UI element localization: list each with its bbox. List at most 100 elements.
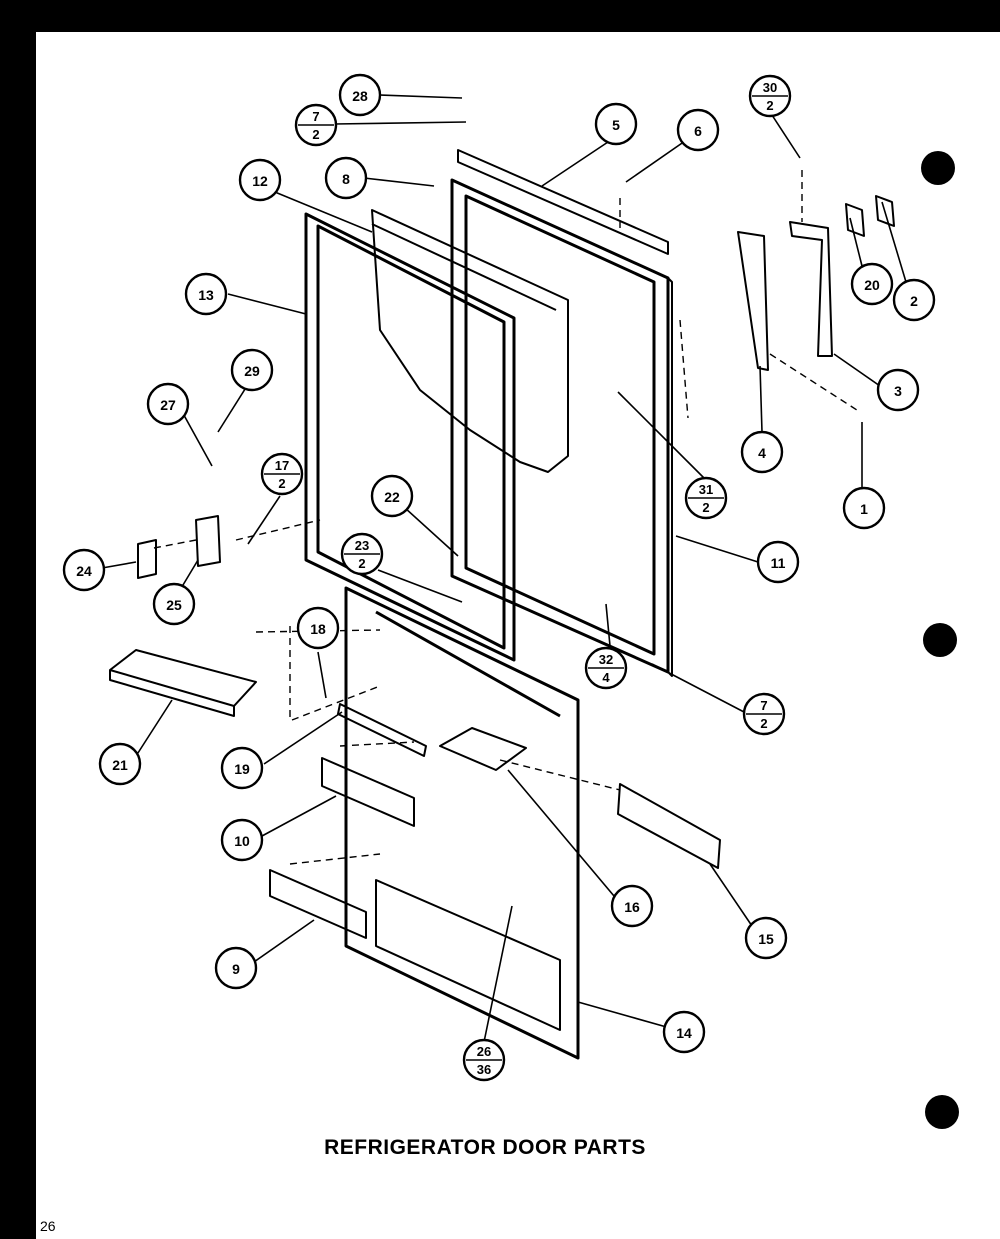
callout-23-2: 232 bbox=[340, 532, 384, 576]
callout-number: 24 bbox=[76, 563, 92, 579]
part-inner-door-liner bbox=[344, 586, 580, 1060]
callout-16: 16 bbox=[610, 884, 654, 928]
callout-number: 17 bbox=[275, 458, 289, 473]
part-door-bin bbox=[321, 757, 415, 827]
callout-number: 20 bbox=[864, 277, 880, 293]
part-dairy-shelf bbox=[439, 727, 527, 771]
callout-number: 11 bbox=[771, 555, 786, 571]
callout-27: 27 bbox=[146, 382, 190, 426]
callout-24: 24 bbox=[62, 548, 106, 592]
callout-number: 21 bbox=[112, 757, 128, 773]
callout-number: 32 bbox=[599, 652, 613, 667]
part-shim-plate bbox=[875, 195, 895, 227]
callout-6: 6 bbox=[676, 108, 720, 152]
callout-3: 3 bbox=[876, 368, 920, 412]
callout-quantity: 4 bbox=[602, 670, 610, 685]
callout-number: 29 bbox=[244, 363, 260, 379]
callout-2: 2 bbox=[892, 278, 936, 322]
callout-29: 29 bbox=[230, 348, 274, 392]
callout-5: 5 bbox=[594, 102, 638, 146]
binder-hole bbox=[923, 623, 957, 657]
callout-number: 5 bbox=[612, 117, 620, 133]
callout-number: 16 bbox=[624, 899, 640, 915]
diagram-title: REFRIGERATOR DOOR PARTS bbox=[324, 1136, 646, 1159]
part-door-bin bbox=[269, 869, 367, 939]
callout-number: 7 bbox=[760, 698, 767, 713]
part-egg-tray bbox=[109, 649, 257, 717]
callout-number: 4 bbox=[758, 445, 766, 461]
part-shim-plate bbox=[845, 203, 865, 237]
part-outer-door-panel bbox=[450, 178, 670, 674]
callout-number: 22 bbox=[384, 489, 400, 505]
part-hinge-plate bbox=[137, 539, 157, 579]
callout-quantity: 2 bbox=[766, 98, 773, 113]
callout-number: 3 bbox=[894, 383, 902, 399]
callout-number: 13 bbox=[198, 287, 214, 303]
callout-8: 8 bbox=[324, 156, 368, 200]
callout-number: 7 bbox=[312, 109, 319, 124]
callout-12: 12 bbox=[238, 158, 282, 202]
part-shelf-rail bbox=[337, 703, 427, 757]
callout-18: 18 bbox=[296, 606, 340, 650]
page-number: 26 bbox=[40, 1218, 56, 1234]
callout-number: 27 bbox=[160, 397, 176, 413]
callout-9: 9 bbox=[214, 946, 258, 990]
callout-30-2: 302 bbox=[748, 74, 792, 118]
callout-quantity: 2 bbox=[278, 476, 285, 491]
part-hinge-bracket bbox=[737, 231, 769, 371]
callout-quantity: 2 bbox=[702, 500, 709, 515]
callout-number: 18 bbox=[310, 621, 326, 637]
callout-17-2: 172 bbox=[260, 452, 304, 496]
callout-number: 2 bbox=[910, 293, 918, 309]
callout-number: 15 bbox=[758, 931, 774, 947]
callout-number: 12 bbox=[252, 173, 268, 189]
callout-quantity: 2 bbox=[358, 556, 365, 571]
part-bar-retainer bbox=[617, 783, 721, 869]
callout-number: 10 bbox=[234, 833, 250, 849]
callout-number: 30 bbox=[763, 80, 777, 95]
callout-25: 25 bbox=[152, 582, 196, 626]
callout-number: 14 bbox=[676, 1025, 692, 1041]
callout-number: 31 bbox=[699, 482, 713, 497]
part-breaker-strip bbox=[371, 209, 569, 473]
callout-20: 20 bbox=[850, 262, 894, 306]
callout-10: 10 bbox=[220, 818, 264, 862]
callout-19: 19 bbox=[220, 746, 264, 790]
binder-hole bbox=[925, 1095, 959, 1129]
callout-quantity: 2 bbox=[312, 127, 319, 142]
callout-31-2: 312 bbox=[684, 476, 728, 520]
callout-1: 1 bbox=[842, 486, 886, 530]
part-breaker-strip-inner bbox=[371, 223, 557, 311]
callout-quantity: 36 bbox=[477, 1062, 491, 1077]
callout-number: 23 bbox=[355, 538, 369, 553]
callout-number: 28 bbox=[352, 88, 368, 104]
callout-number: 26 bbox=[477, 1044, 491, 1059]
callout-quantity: 2 bbox=[760, 716, 767, 731]
callout-number: 8 bbox=[342, 171, 350, 187]
part-door-hinge bbox=[195, 515, 221, 567]
callout-21: 21 bbox=[98, 742, 142, 786]
part-hinge-bracket-top bbox=[789, 221, 833, 357]
callout-22: 22 bbox=[370, 474, 414, 518]
part-liner-shelf-recess bbox=[375, 879, 561, 1031]
part-door-gasket bbox=[304, 212, 516, 662]
callout-number: 9 bbox=[232, 961, 240, 977]
callout-7-2-lower: 72 bbox=[742, 692, 786, 736]
callout-number: 1 bbox=[860, 501, 868, 517]
callout-32-4: 324 bbox=[584, 646, 628, 690]
callout-28: 28 bbox=[338, 73, 382, 117]
callout-number: 6 bbox=[694, 123, 702, 139]
callout-14: 14 bbox=[662, 1010, 706, 1054]
binder-hole bbox=[921, 151, 955, 185]
callout-7-2: 72 bbox=[294, 103, 338, 147]
callout-13: 13 bbox=[184, 272, 228, 316]
diagram-sheet bbox=[36, 32, 1000, 1239]
callout-4: 4 bbox=[740, 430, 784, 474]
callout-11: 11 bbox=[756, 540, 800, 584]
callouts: 28 72 5 6 302 8 12 13 20 2 3 29 27 4 312… bbox=[62, 73, 936, 1082]
callout-number: 25 bbox=[166, 597, 182, 613]
part-hinge-strip bbox=[457, 149, 669, 255]
callout-number: 19 bbox=[234, 761, 250, 777]
